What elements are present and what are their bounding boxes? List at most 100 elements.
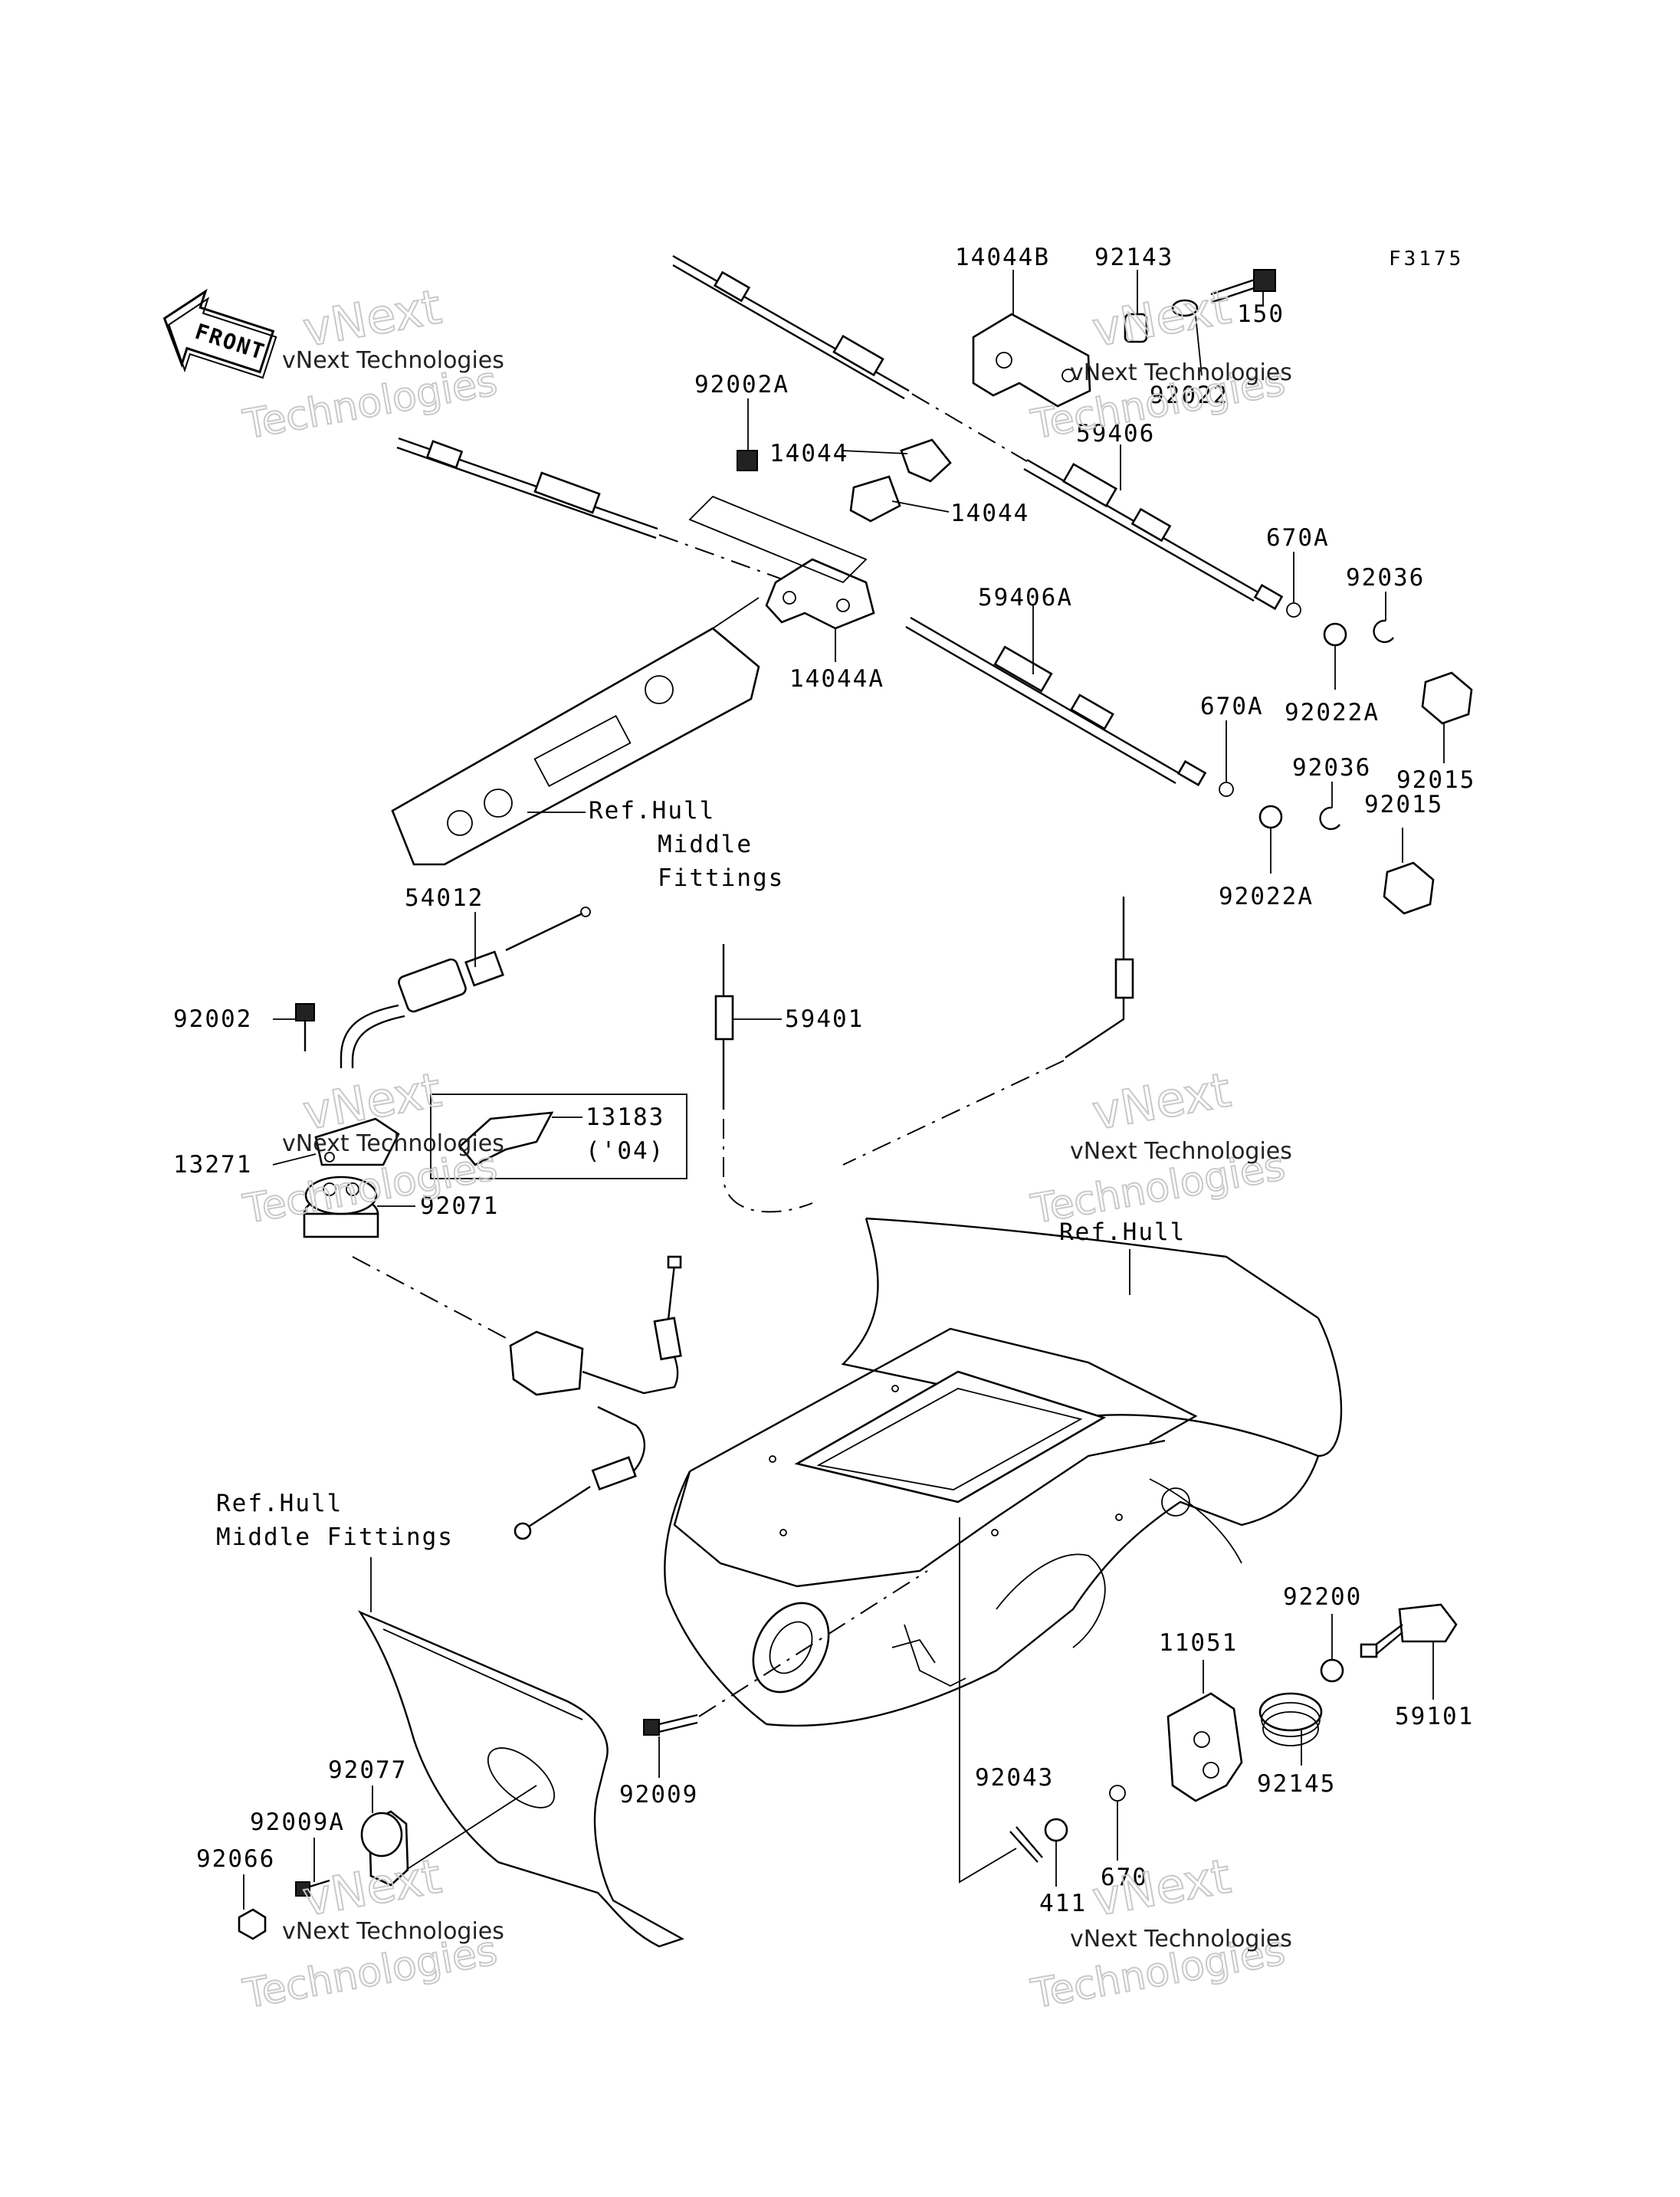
label-92009: 92009 [619,1781,698,1808]
watermark-bottom-right: vNext Technologies vNext Technologies [1027,1847,1292,2018]
label-150: 150 [1237,300,1285,328]
leader-lines [243,270,1445,1910]
bracket-14044B [972,313,1091,408]
label-92022: 92022 [1150,382,1229,409]
label-ref-hull-middle-2: Middle [658,831,753,858]
label-ref-hull-middle-fittings-lower-1: Ref.Hull [216,1490,343,1517]
label-92002: 92002 [173,1005,252,1033]
nut-92015-lower [1383,861,1435,915]
label-14044-upper: 14044 [769,440,848,467]
clamp-14044-lower [849,475,901,523]
cap-92077-leader [405,1785,537,1871]
washer-92200 [1320,1658,1344,1683]
cable-59401 [714,897,1134,1213]
plate-13183-box [430,1094,687,1179]
cable-assembly-lower [509,1255,682,1540]
label-670A-upper: 670A [1266,524,1330,552]
label-92043: 92043 [975,1764,1054,1792]
lever-59101 [1360,1603,1458,1658]
label-92022A-upper: 92022A [1285,699,1380,726]
label-ref-hull-middle-1: Ref.Hull [589,797,715,825]
cap-92077 [360,1810,409,1887]
label-411: 411 [1039,1890,1087,1917]
label-92145: 92145 [1257,1770,1336,1798]
dash-grommet-to-cable [352,1256,507,1339]
label-92143: 92143 [1094,244,1173,271]
svg-text:vNext: vNext [299,1061,445,1140]
svg-text:vNext Technologies: vNext Technologies [282,1130,504,1157]
svg-text:vNext: vNext [299,278,445,357]
clamp-14044-top [900,438,952,483]
washer-92022A-upper [1323,622,1347,647]
spring-92145 [1258,1692,1323,1746]
o-ring-670 [1109,1785,1126,1802]
label-59406: 59406 [1076,420,1155,448]
label-59406A: 59406A [978,584,1073,612]
cover-11051 [1166,1692,1243,1802]
washer-411 [1044,1818,1068,1842]
plate-13271 [314,1117,400,1166]
washer-92022A-lower [1258,805,1283,829]
label-670A-lower: 670A [1200,693,1264,720]
label-670: 670 [1101,1864,1148,1891]
label-ref-hull: Ref.Hull [1059,1218,1186,1246]
bolt-92009 [643,1713,698,1736]
label-59401: 59401 [785,1005,864,1033]
label-13183-note: ('04) [586,1137,664,1165]
cable-54012 [340,907,591,1068]
watermark-bottom-left: vNext Technologies vNext Technologies [239,1847,504,2018]
label-92022A-lower: 92022A [1219,883,1314,910]
watermark-top-left: vNext Technologies vNext Technologies [239,277,504,449]
o-ring-670A-lower [1219,782,1234,797]
cable-59406 [672,254,1284,611]
front-arrow-icon: FRONT [162,288,277,379]
figure-code: F3175 [1389,248,1464,271]
label-92036-lower: 92036 [1292,754,1371,782]
svg-text:vNext Technologies: vNext Technologies [1070,1926,1292,1953]
pin-92043 [1009,1826,1043,1863]
dash-92009-to-hull [698,1570,928,1717]
bracket-outline [688,495,868,584]
label-14044-lower: 14044 [950,500,1029,527]
svg-text:vNext: vNext [1088,1061,1235,1140]
label-59101: 59101 [1395,1703,1474,1730]
label-92015-upper: 92015 [1396,766,1475,794]
svg-text:vNext: vNext [299,1848,445,1926]
cable-59406A [396,437,1207,787]
bracket-14044A [765,558,875,630]
label-13183: 13183 [586,1103,664,1131]
label-ref-hull-middle-3: Fittings [658,864,784,892]
label-14044A: 14044A [789,665,884,693]
watermark-middle-right: vNext Technologies vNext Technologies [1027,1061,1292,1234]
svg-text:vNext: vNext [1088,278,1235,357]
label-92077: 92077 [328,1756,407,1784]
label-92015-lower: 92015 [1364,791,1443,818]
hull-middle-fittings-lower [357,1610,684,1948]
bolt-92002 [295,1003,315,1021]
label-92036-upper: 92036 [1346,564,1425,592]
label-92071: 92071 [420,1192,499,1220]
label-92066: 92066 [196,1845,275,1873]
bolt-150 [1210,269,1276,303]
hull-middle-fittings-panel [391,597,760,866]
washer-92022 [1171,299,1199,317]
svg-text:vNext: vNext [1088,1848,1235,1926]
o-ring-670A-upper [1286,602,1301,618]
svg-text:vNext Technologies: vNext Technologies [282,347,504,374]
clip-92036-lower [1319,806,1340,831]
label-ref-hull-middle-fittings-lower-2: Middle Fittings [216,1523,454,1551]
label-92002A: 92002A [694,371,789,398]
nut-92066 [238,1908,267,1940]
label-92009A: 92009A [250,1808,345,1836]
collar-92143 [1124,313,1148,343]
plate-13183 [458,1111,554,1166]
label-14044B: 14044B [955,244,1050,271]
leader-92043 [959,1517,1017,1884]
label-54012: 54012 [405,884,484,912]
bolt-92009A [295,1879,330,1897]
svg-text:vNext Technologies: vNext Technologies [282,1918,504,1945]
bolt-92002A [737,450,758,471]
label-13271: 13271 [173,1151,252,1179]
svg-text:vNext Technologies: vNext Technologies [1070,359,1292,386]
